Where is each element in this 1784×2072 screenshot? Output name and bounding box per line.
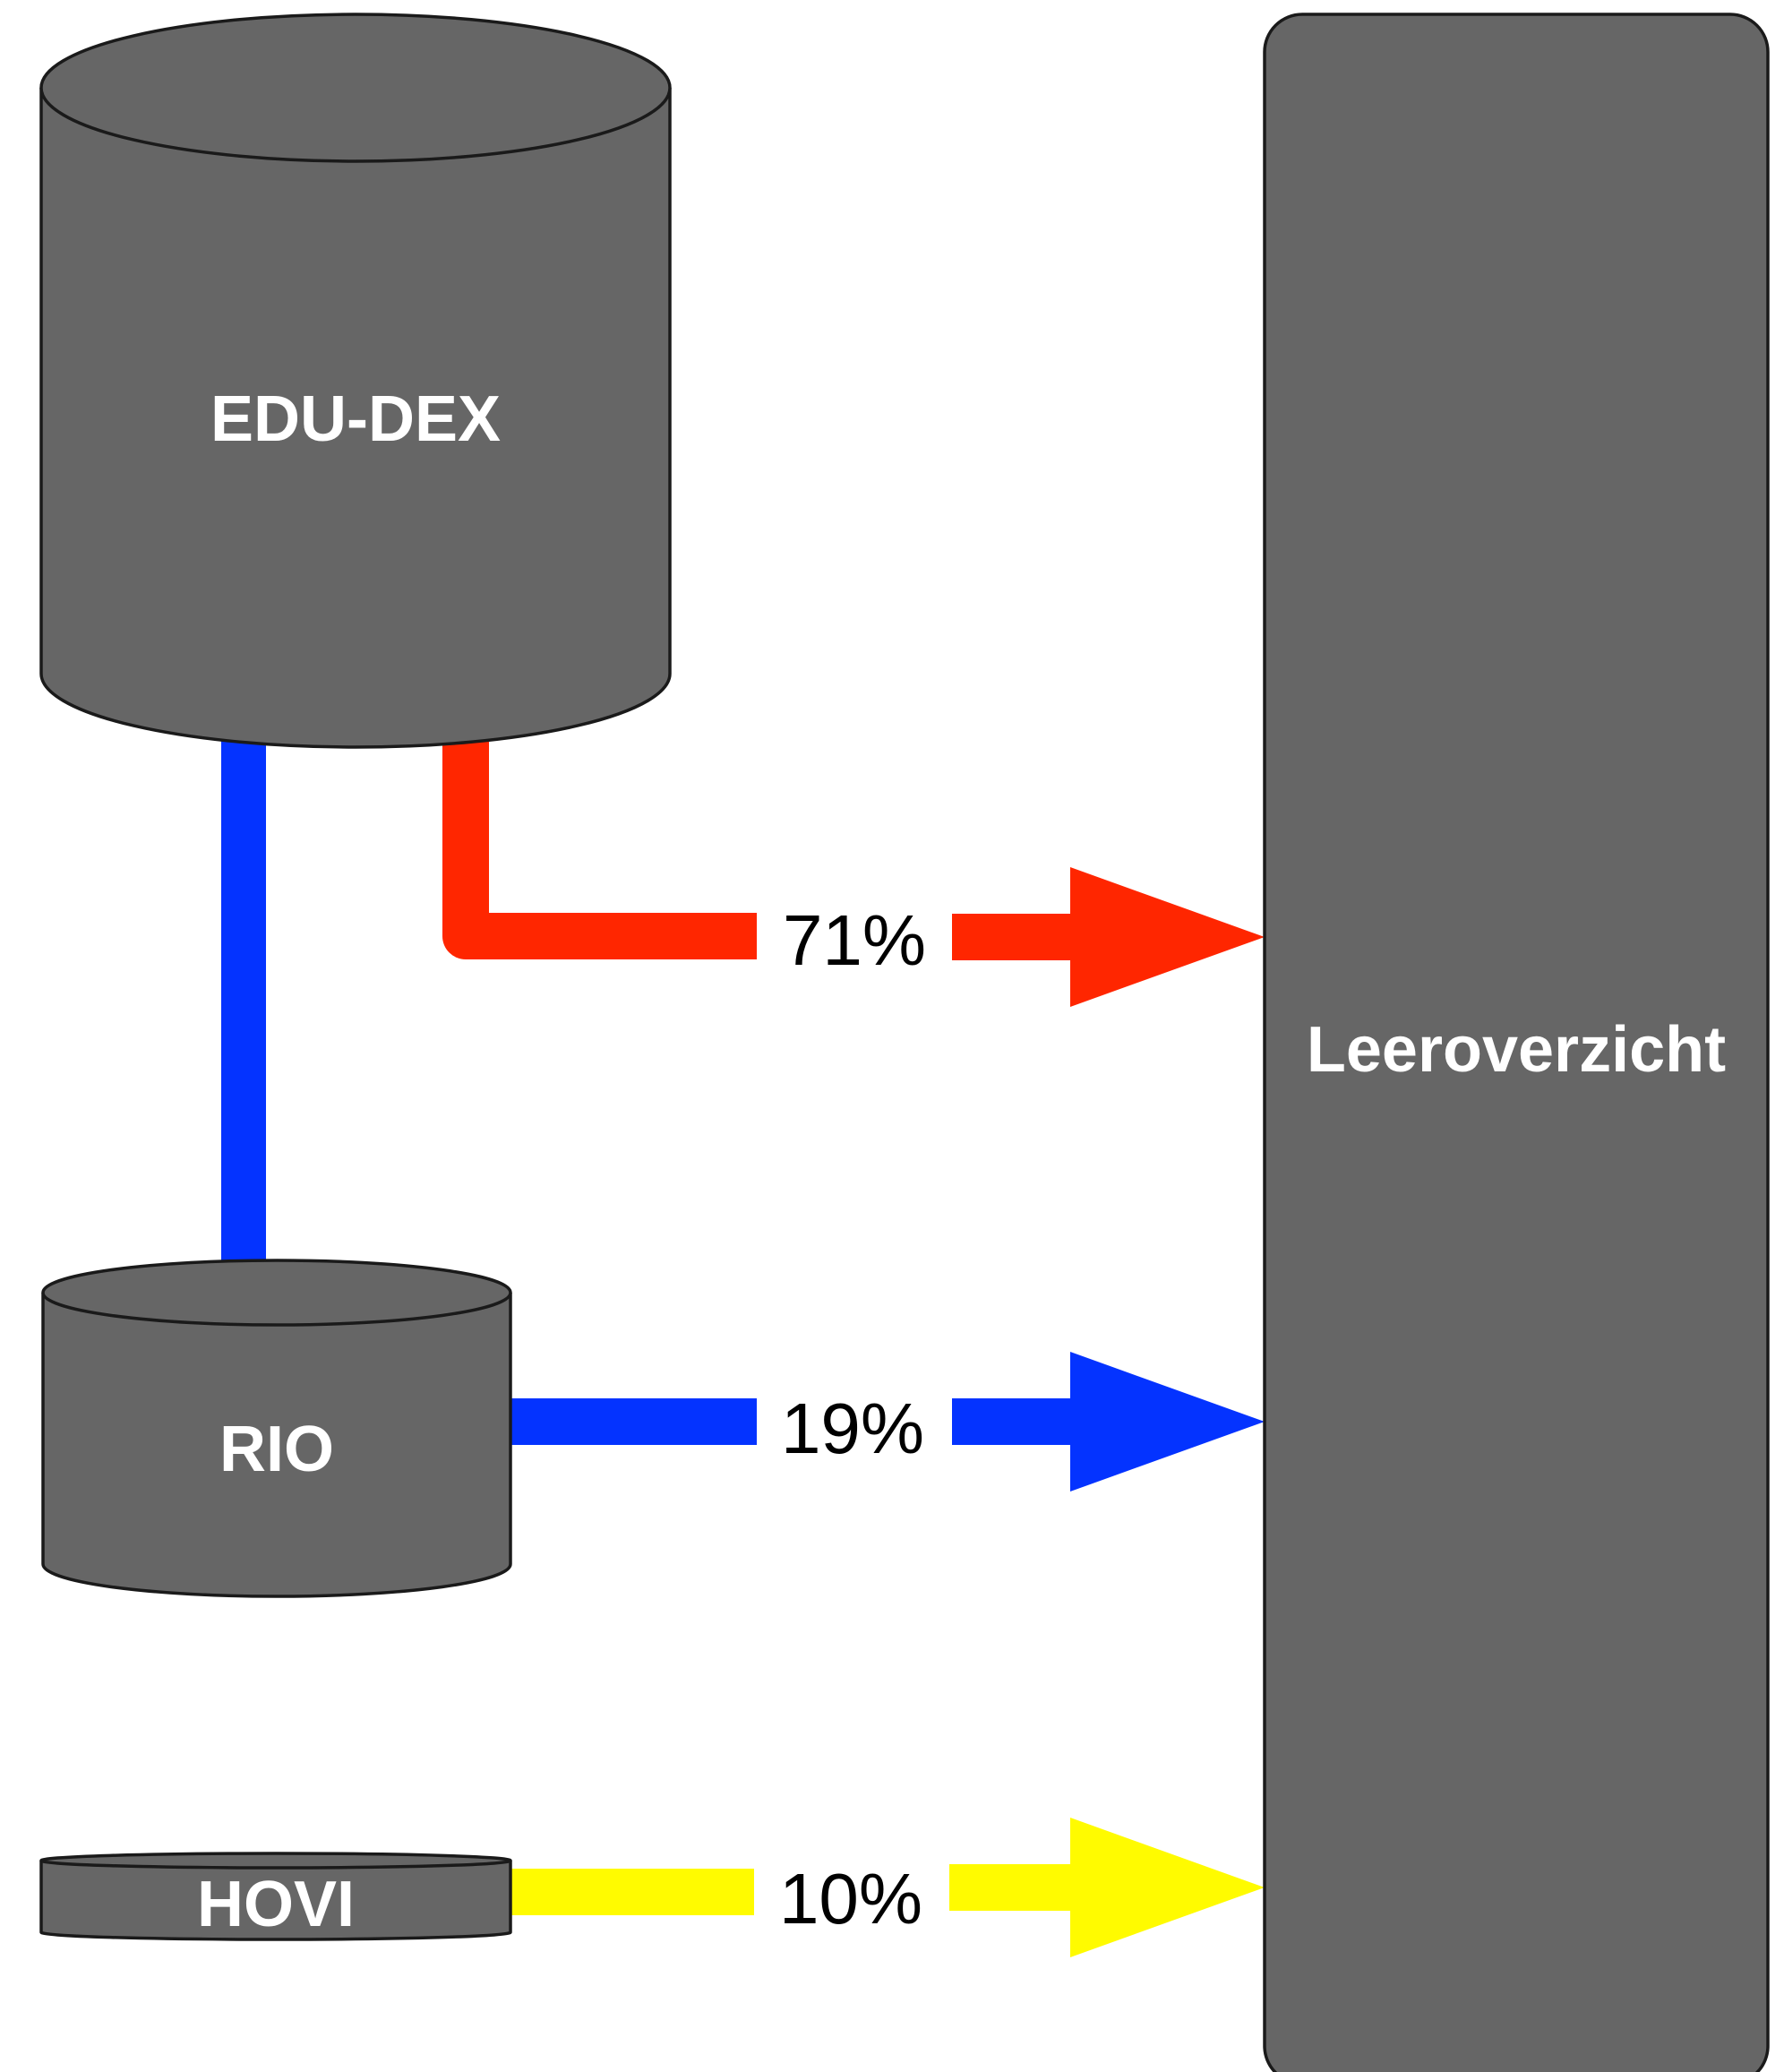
rio-database: RIO: [41, 1259, 512, 1598]
edudex-rio-connector: [221, 726, 266, 1263]
leeroverzicht-panel: Leeroverzicht: [1263, 13, 1770, 2072]
rio-label: RIO: [219, 1414, 334, 1485]
edudex-flow-arrowhead: [1070, 867, 1265, 1007]
edudex-flow-percent: 71%: [783, 900, 926, 980]
edudex-flow-arrow-shaft: [952, 914, 1077, 960]
rio-flow-percent: 19%: [781, 1388, 924, 1468]
edudex-label: EDU-DEX: [210, 383, 501, 455]
rio-flow-arrow-shaft: [952, 1398, 1077, 1445]
hovi-label: HOVI: [197, 1869, 355, 1940]
hovi-flow-arrowhead: [1070, 1818, 1265, 1957]
hovi-flow-line: [502, 1869, 754, 1915]
edudex-database: EDU-DEX: [39, 13, 672, 749]
leeroverzicht-label: Leeroverzicht: [1307, 1014, 1726, 1086]
rio-flow-line: [502, 1398, 757, 1445]
hovi-flow-percent: 10%: [779, 1859, 922, 1939]
edudex-flow-line: [442, 726, 757, 959]
hovi-flow-arrow-shaft: [949, 1864, 1077, 1911]
hovi-database: HOVI: [39, 1852, 512, 1941]
rio-flow-arrowhead: [1070, 1352, 1265, 1492]
